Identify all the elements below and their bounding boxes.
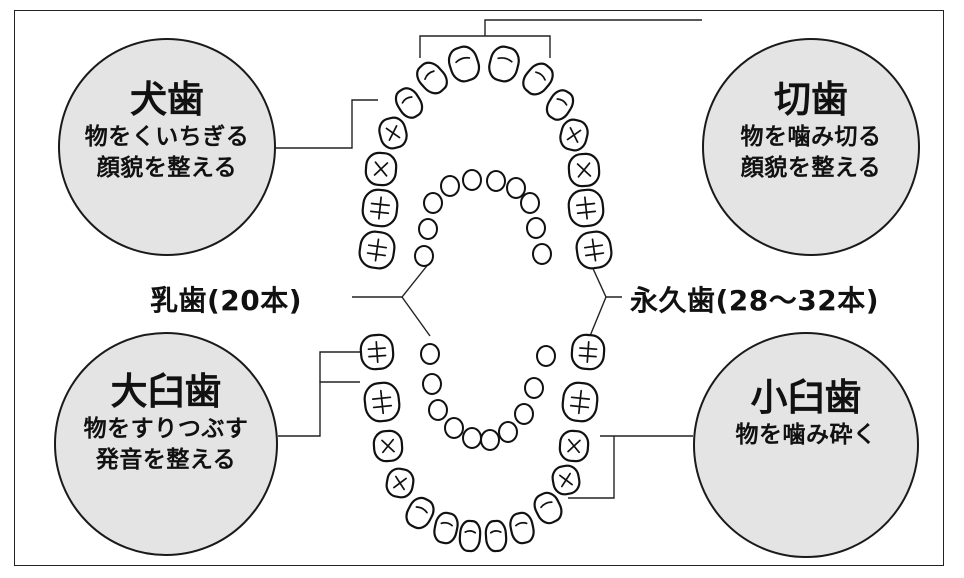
incisor-leader [484,19,702,36]
canine-function-2: 顔貌を整える [96,155,238,181]
primary-tooth [524,377,544,399]
upper-tooth [522,62,554,96]
lower-tooth [509,511,535,545]
incisor-title: 切歯 [774,78,848,121]
lower-tooth [363,381,401,423]
primary-tooth [486,170,506,192]
upper-tooth [378,116,408,150]
lower-tooth [551,464,581,496]
primary-tooth [462,169,482,191]
lower-tooth [433,511,459,545]
primary-tooth [444,417,464,439]
molar-function-1: 物をすりつぶす [83,416,249,442]
molar-title: 大臼歯 [110,370,222,413]
lower-tooth [372,429,404,463]
lower-tooth [558,429,590,463]
molar-bracket-end [319,351,360,382]
primary-tooth [498,421,518,443]
primary-tooth [514,403,534,425]
primary-tooth [440,175,460,197]
lower-tooth [359,333,395,371]
premolar-function-1: 物を噛み砕く [735,422,877,448]
lower-tooth [405,496,435,530]
incisor-function-2: 顔貌を整える [740,155,882,181]
canine-title: 犬歯 [130,78,204,121]
premolar-bracket-end [568,436,615,499]
primary-tooth [536,345,556,367]
incisor-function-1: 物を噛み切る [740,124,882,150]
upper-tooth [567,188,605,228]
permanent-leader-lower [589,296,607,337]
lower-tooth [458,519,482,553]
upper-tooth [364,151,398,187]
upper-tooth [575,230,613,270]
primary-tooth [506,177,526,199]
incisor-circle: 切歯 物を噛み切る 顔貌を整える [702,38,920,256]
permanent-teeth-label: 永久歯(28〜32本) [630,284,880,317]
incisor-bracket [419,35,551,58]
upper-tooth [361,188,399,228]
molar-circle: 大臼歯 物をすりつぶす 発音を整える [54,332,278,556]
upper-tooth [488,45,520,83]
primary-tooth [428,399,448,421]
upper-tooth [447,45,481,83]
lower-permanent-teeth [359,333,606,553]
primary-tooth [480,429,500,451]
primary-tooth [526,217,546,239]
molar-function-2: 発音を整える [95,447,237,473]
primary-tooth [422,373,442,395]
primary-tooth [520,192,540,214]
primary-teeth-label: 乳歯(20本) [150,284,303,317]
primary-teeth [414,169,556,451]
primary-leader-lower [401,296,431,337]
upper-tooth [567,152,601,188]
premolar-title: 小臼歯 [750,376,862,419]
upper-tooth [358,230,396,270]
canine-bracket [276,99,378,149]
lower-tooth [561,381,599,423]
upper-tooth [416,61,448,95]
primary-tooth [462,427,482,449]
upper-tooth [394,87,424,119]
upper-tooth [545,89,575,121]
primary-tooth [532,243,552,265]
canine-function-1: 物をくいちぎる [84,124,250,150]
lower-tooth [570,333,606,371]
canine-circle: 犬歯 物をくいちぎる 顔貌を整える [58,38,276,256]
primary-leader [352,261,431,298]
primary-tooth [423,192,443,214]
primary-tooth [418,218,438,240]
premolar-circle: 小臼歯 物を噛み砕く [693,332,919,558]
leader-lines [276,19,702,499]
lower-tooth [484,519,508,553]
lower-tooth [385,467,415,499]
primary-tooth [414,245,434,267]
upper-tooth [559,118,589,152]
lower-tooth [533,491,563,525]
upper-permanent-teeth [358,45,613,270]
molar-bracket [278,381,360,437]
primary-tooth [420,343,440,365]
